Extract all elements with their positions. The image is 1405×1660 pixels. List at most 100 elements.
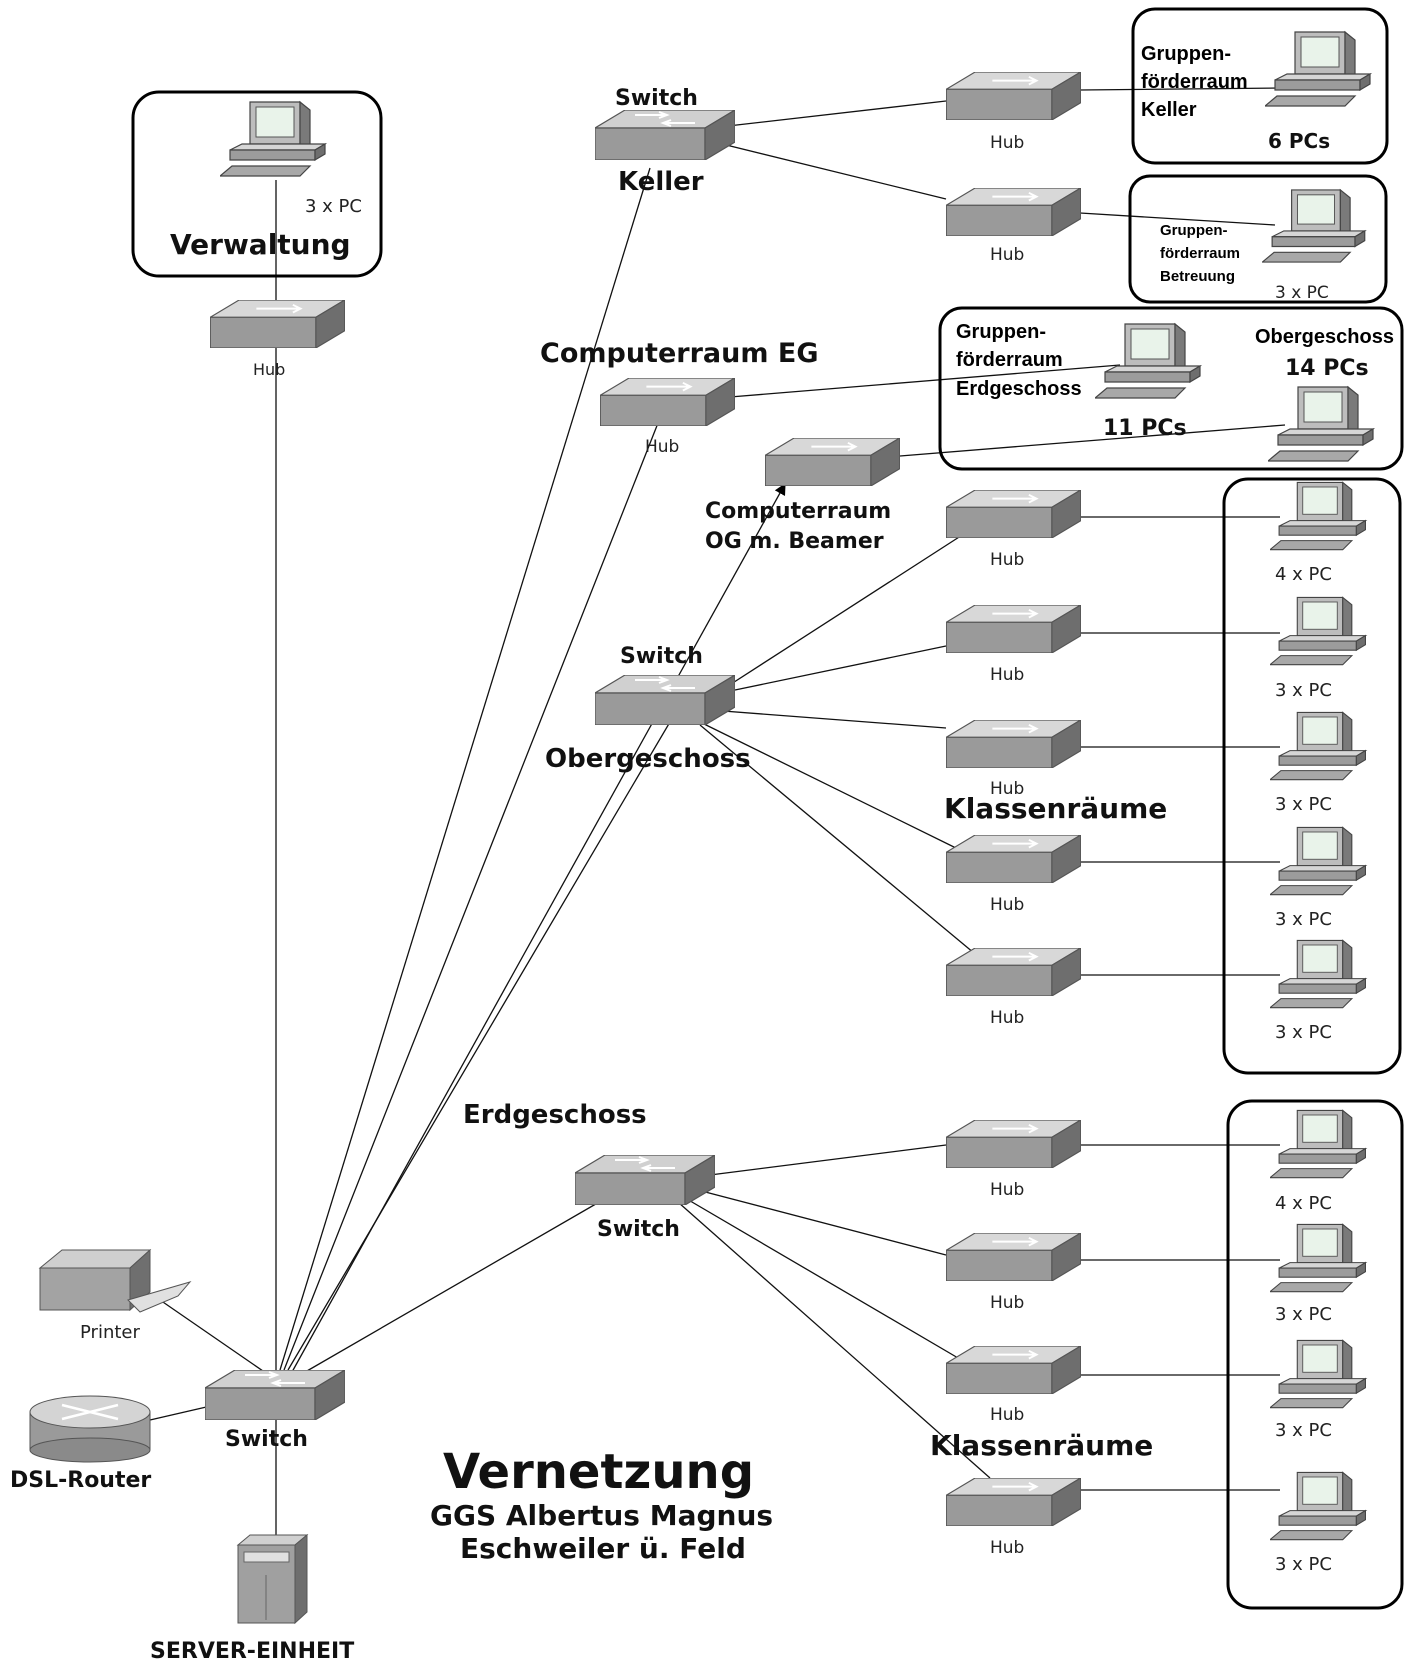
- core-switch-label: Switch: [225, 1427, 308, 1452]
- og-hub-3: [946, 720, 1081, 768]
- keller-hub-1-label: Hub: [990, 133, 1024, 153]
- link-keller-hub2-pc: [1079, 212, 1276, 226]
- link-og-hub5: [699, 724, 981, 959]
- frame-eg-klassen: [1226, 1099, 1404, 1610]
- link-keller-hub1: [727, 100, 947, 127]
- og-hub-2: [946, 605, 1081, 653]
- verwaltung-hub-label: Hub: [253, 360, 285, 379]
- og-switch-label-bottom: Obergeschoss: [545, 744, 751, 774]
- pc-icon-computerraum-eg: [1095, 323, 1201, 399]
- og-switch: [595, 675, 735, 725]
- frame-og-klassen: [1222, 477, 1402, 1075]
- eg-pc-icon-3: [1270, 1339, 1367, 1409]
- keller-room-line-1: Gruppen-: [1141, 43, 1231, 65]
- computerraum-eg-room-line-1: Gruppen-: [956, 321, 1046, 343]
- og-hub-1-label: Hub: [990, 550, 1024, 570]
- link-eg-hub3: [679, 1194, 971, 1366]
- eg-hub-1-label: Hub: [990, 1180, 1024, 1200]
- verwaltung-area: 3 x PC Verwaltung Hub: [170, 101, 362, 379]
- link-core-router: [149, 1404, 216, 1421]
- eg-hub-3: [946, 1346, 1081, 1394]
- eg-pc-count-1: 4 x PC: [1275, 1193, 1332, 1214]
- link-core-erdgeschoss: [299, 1189, 621, 1376]
- router-label: DSL-Router: [10, 1468, 151, 1493]
- erdgeschoss-area: Erdgeschoss Switch Klassenräume Hub 4 x …: [463, 1100, 1367, 1575]
- obergeschoss-area: Switch Obergeschoss Klassenräume Hub 4 x…: [545, 481, 1367, 1043]
- title-main: Vernetzung: [443, 1444, 754, 1500]
- keller-switch-label-top: Switch: [615, 86, 698, 111]
- og-hub-2-label: Hub: [990, 665, 1024, 685]
- og-pc-count-5: 3 x PC: [1275, 1022, 1332, 1043]
- og-hub-4-label: Hub: [990, 895, 1024, 915]
- og-hub-4: [946, 835, 1081, 883]
- og-pc-icon-4: [1270, 826, 1367, 896]
- title-line-1: GGS Albertus Magnus: [430, 1499, 773, 1532]
- og-pc-count-2: 3 x PC: [1275, 680, 1332, 701]
- eg-pc-icon-4: [1270, 1471, 1367, 1541]
- link-og-hub1: [727, 529, 971, 687]
- computerraum-eg-room-line-3: Erdgeschoss: [956, 378, 1082, 400]
- computerraum-eg-room-line-2: förderraum: [956, 349, 1063, 371]
- computerraum-og-label-1: Computerraum: [705, 499, 891, 524]
- link-computerraum-eg: [729, 364, 1121, 398]
- keller-hub-2: [946, 188, 1081, 236]
- verwaltung-pc-count: 3 x PC: [305, 196, 362, 217]
- og-pc-icon-3: [1270, 711, 1367, 781]
- eg-pc-count-4: 3 x PC: [1275, 1554, 1332, 1575]
- link-keller-hub2: [709, 140, 947, 200]
- og-hub-5: [946, 948, 1081, 996]
- title-line-2: Eschweiler ü. Feld: [460, 1532, 746, 1565]
- eg-rooms-label: Klassenräume: [930, 1429, 1153, 1462]
- link-og-hub3: [709, 709, 947, 729]
- computerraum-og-count: 14 PCs: [1285, 356, 1369, 381]
- link-computerraum-og: [899, 424, 1286, 457]
- eg-hub-2-label: Hub: [990, 1293, 1024, 1313]
- room-frames: [131, 7, 1404, 1610]
- printer-icon: [38, 1248, 192, 1313]
- og-hub-5-label: Hub: [990, 1008, 1024, 1028]
- eg-pc-count-3: 3 x PC: [1275, 1420, 1332, 1441]
- link-eg-hub1: [709, 1144, 947, 1176]
- computerraum-og-hub: [765, 438, 900, 486]
- link-core-printer: [159, 1299, 277, 1381]
- core-area: Switch DSL-Router Printer SERVER-EINHEIT: [10, 1248, 354, 1660]
- frame-keller: [1131, 7, 1389, 165]
- og-pc-icon-2: [1270, 596, 1367, 666]
- eg-switch-label: Switch: [597, 1217, 680, 1242]
- hub-icon-verwaltung: [210, 300, 345, 348]
- pc-icon-keller: [1265, 31, 1371, 107]
- keller-room-line-2: förderraum: [1141, 71, 1248, 93]
- eg-pc-count-2: 3 x PC: [1275, 1304, 1332, 1325]
- frame-verwaltung: [131, 90, 383, 278]
- og-pc-count-1: 4 x PC: [1275, 564, 1332, 585]
- link-core-computerraum-og-arrow: [291, 482, 786, 1373]
- og-hub-3-label: Hub: [990, 779, 1024, 799]
- betreuung-room-count: 3 x PC: [1275, 283, 1329, 303]
- keller-area: Switch Keller Hub Hub Gruppen- förderrau…: [595, 31, 1371, 303]
- computerraum-eg-hub: [600, 378, 735, 426]
- betreuung-room-line-1: Gruppen-: [1160, 222, 1228, 239]
- computerraum-eg-area: Computerraum EG Hub Gruppen- förderraum …: [540, 321, 1201, 457]
- eg-hub-4-label: Hub: [990, 1538, 1024, 1558]
- frame-computerraeume: [938, 306, 1404, 471]
- og-switch-label-top: Switch: [620, 644, 703, 669]
- computerraum-og-area: Computerraum OG m. Beamer Obergeschoss 1…: [705, 326, 1394, 554]
- eg-label: Erdgeschoss: [463, 1100, 647, 1130]
- betreuung-room-line-3: Betreuung: [1160, 268, 1235, 285]
- keller-switch-label-bottom: Keller: [618, 167, 704, 197]
- og-pc-count-4: 3 x PC: [1275, 909, 1332, 930]
- link-core-obergeschoss: [287, 704, 681, 1371]
- keller-hub-1: [946, 72, 1081, 120]
- link-og-hub2: [734, 645, 947, 691]
- og-pc-icon-1: [1270, 481, 1367, 551]
- verwaltung-label: Verwaltung: [170, 228, 351, 261]
- link-core-computerraum-eg: [283, 417, 661, 1371]
- server-label: SERVER-EINHEIT: [150, 1639, 354, 1660]
- links: [149, 87, 1286, 1538]
- keller-room-count: 6 PCs: [1268, 129, 1330, 153]
- eg-hub-3-label: Hub: [990, 1405, 1024, 1425]
- computerraum-eg-label: Computerraum EG: [540, 338, 818, 369]
- keller-hub-2-label: Hub: [990, 245, 1024, 265]
- keller-room-line-3: Keller: [1141, 99, 1197, 121]
- link-core-keller: [279, 167, 651, 1371]
